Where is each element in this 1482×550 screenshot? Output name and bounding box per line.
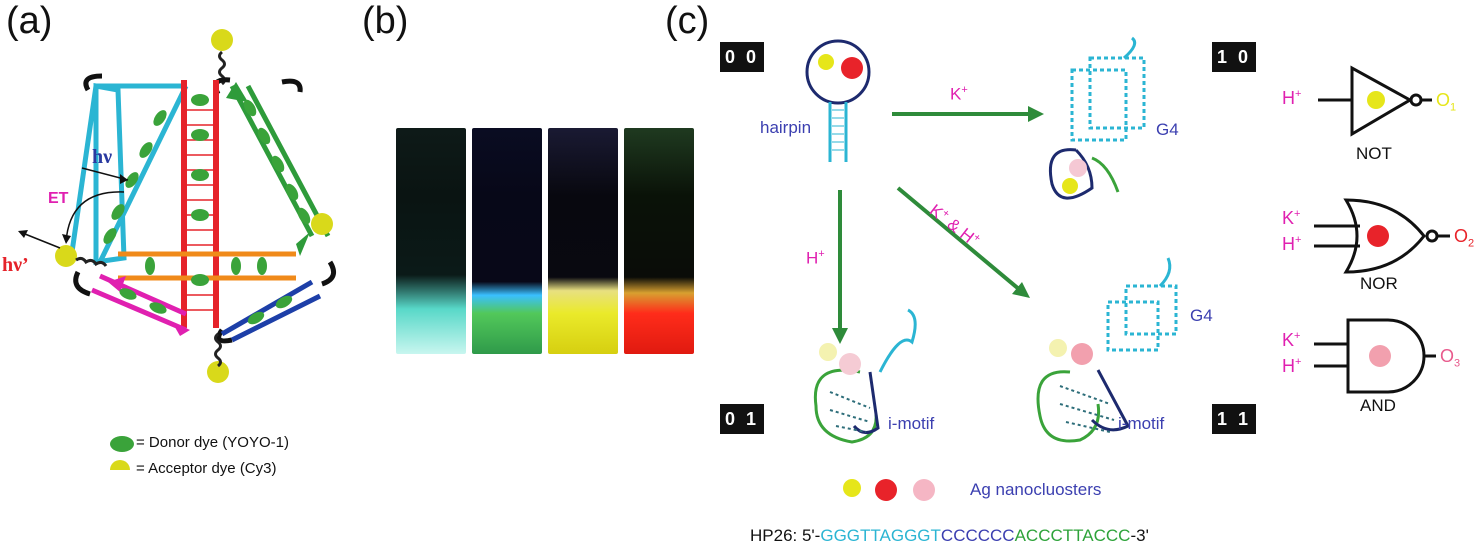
and-gate [1314,318,1436,394]
panel-label-c: (c) [665,0,710,42]
not-gate-label: NOT [1356,144,1392,163]
hv-in-label: hν [92,146,113,168]
and-output: O3 [1440,346,1461,370]
vial-photo-2 [472,128,542,354]
donor-dyes [103,94,311,325]
k-plus-label: K+ [950,84,968,104]
sequence-part1: GGGTTAGGGT [820,526,941,545]
vial-photo-1 [396,128,466,354]
panel-label-b: (b) [362,0,409,42]
and-gate-label: AND [1360,396,1396,415]
and-input-k: K+ [1282,330,1301,350]
sequence-line: HP26: 5'-GGGTTAGGGTCCCCCCACCCTTACCC-3' [750,526,1149,546]
not-gate [1318,65,1432,137]
imotif-label-left: i-motif [888,414,935,433]
dna-prism-diagram [18,29,337,470]
hv-out-label: hν’ [2,254,29,276]
and-input-h: H+ [1282,356,1302,376]
legend-donor: = Donor dye (YOYO-1) [136,434,289,451]
acceptor-dye-left [55,245,77,267]
g4-top [1070,56,1146,142]
state-00: 0 0 [720,42,764,72]
g4-label-bottom: G4 [1190,306,1213,325]
sequence-part3: ACCCTTACCC [1014,526,1131,545]
i-motif-left [813,368,878,444]
nor-output: O2 [1454,226,1475,250]
panel-label-a: (a) [6,0,53,42]
hairpin-label: hairpin [760,118,812,137]
not-output: O1 [1436,90,1457,114]
g4-label-top: G4 [1156,120,1179,139]
acceptor-dye-top [211,29,233,51]
state-01: 0 1 [720,404,764,434]
state-11: 1 1 [1212,404,1256,434]
legend-acceptor: = Acceptor dye (Cy3) [136,460,277,477]
vial-photo-3 [548,128,618,354]
h-plus-label: H+ [806,248,825,268]
nor-gate [1314,198,1450,274]
imotif-label-right: i-motif [1118,414,1165,433]
nor-gate-label: NOR [1360,274,1398,293]
not-input-h: H+ [1282,88,1302,108]
nor-input-k: K+ [1282,208,1301,228]
g4-bottom [1106,284,1178,352]
acceptor-dye-right [311,213,333,235]
sequence-part2: CCCCCC [940,526,1015,545]
sequence-prefix: HP26: 5'- [750,526,821,545]
state-10: 1 0 [1212,42,1256,72]
acceptor-dye-bottom [207,361,229,383]
vial-photo-4 [624,128,694,354]
et-label: ET [48,190,69,207]
nor-input-h: H+ [1282,234,1302,254]
ag-nanoclusters-label: Ag nanocluosters [970,480,1102,499]
sequence-suffix: -3' [1130,526,1149,545]
